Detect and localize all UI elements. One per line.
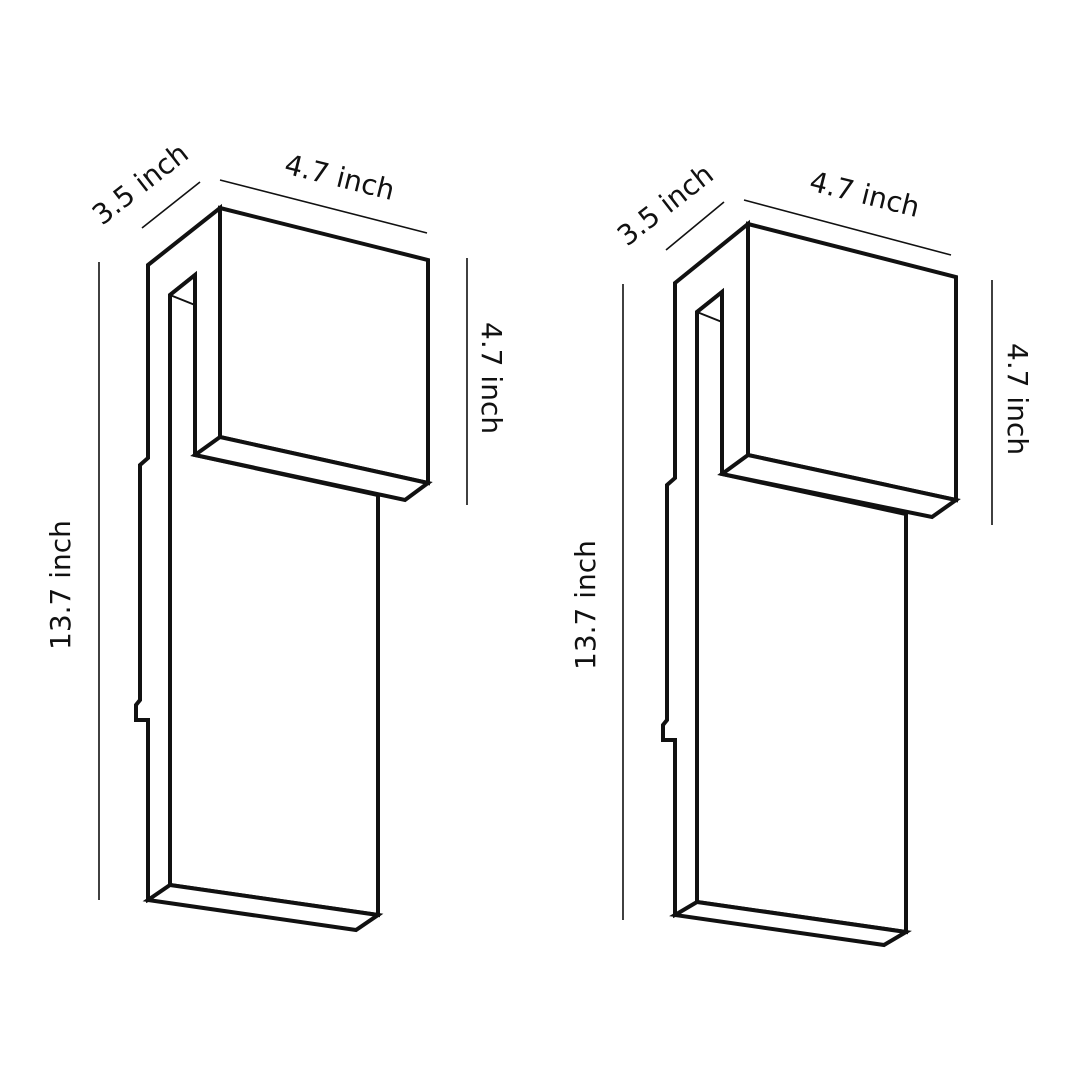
left-total-height-label: 13.7 inch (44, 520, 77, 650)
left-width-label: 4.7 inch (281, 148, 398, 207)
right-width-dim-line (743, 199, 952, 256)
right-lamp-drawing: 3.5 inch 4.7 inch 4.7 inch 13.7 inch (569, 157, 1034, 948)
right-width-label: 4.7 inch (806, 165, 923, 224)
left-head-bottom (190, 434, 433, 503)
right-head-bottom (717, 452, 961, 520)
right-depth-dim-line (665, 201, 725, 251)
right-depth-label: 3.5 inch (611, 157, 720, 252)
right-total-height-label: 13.7 inch (569, 540, 602, 670)
right-head-height-label: 4.7 inch (1001, 343, 1034, 455)
left-lamp-drawing: 3.5 inch 4.7 inch 4.7 inch 13.7 inch (44, 136, 508, 933)
left-width-dim-line (219, 179, 428, 234)
right-slot-line (696, 311, 723, 323)
left-slot-line (169, 294, 196, 306)
left-head-front (218, 205, 430, 486)
right-head-front (746, 221, 958, 503)
left-base (142, 882, 384, 933)
left-depth-dim-line (141, 181, 201, 229)
left-depth-label: 3.5 inch (86, 136, 195, 231)
left-head-height-label: 4.7 inch (475, 322, 508, 434)
right-base (669, 899, 912, 948)
